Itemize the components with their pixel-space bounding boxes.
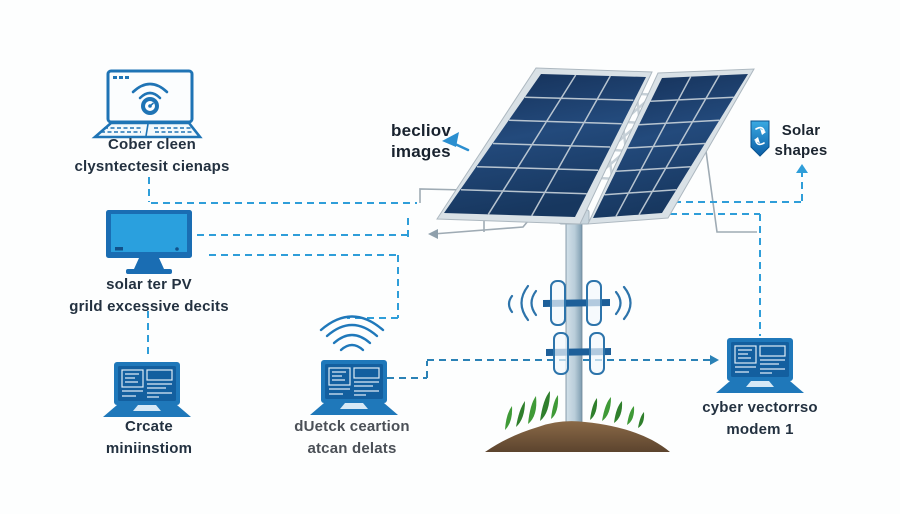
label-line: becliov bbox=[391, 121, 451, 140]
wifi-waves-icon bbox=[319, 315, 385, 352]
wifi-icon bbox=[131, 82, 169, 100]
label-line: Cober cleen bbox=[107, 136, 197, 153]
signal-waves-icon bbox=[507, 284, 632, 322]
arrow-up-icon bbox=[796, 164, 808, 173]
arrow-right-icon bbox=[710, 355, 719, 365]
label-line: solar ter PV bbox=[106, 276, 192, 293]
label-line: Solar bbox=[781, 122, 821, 139]
leader-line-top bbox=[419, 188, 467, 203]
laptop-wireless-icon bbox=[309, 315, 399, 416]
leader-line-right bbox=[705, 150, 757, 233]
cursor-arrow-icon bbox=[442, 132, 470, 152]
label-line: grild excessive decits bbox=[69, 298, 229, 315]
label-security-laptop: Cober cleen clysntectesit cienaps bbox=[42, 134, 262, 178]
label-wireless-laptop: dUetck ceartion atcan delats bbox=[242, 416, 462, 460]
label-panel-note: becliov images bbox=[391, 120, 451, 162]
grass-dirt-mound bbox=[485, 391, 670, 452]
grass-blades bbox=[505, 391, 645, 430]
panel-truss bbox=[593, 92, 655, 181]
label-line: cyber vectorrso bbox=[702, 399, 818, 416]
mounting-pole bbox=[558, 208, 590, 445]
laptop-wifi-lock-icon bbox=[91, 69, 203, 139]
label-line: modem 1 bbox=[726, 421, 794, 438]
label-line: Crcate bbox=[125, 418, 173, 435]
label-line: shapes bbox=[774, 142, 828, 159]
laptop-dashboard-icon bbox=[102, 361, 192, 418]
label-shield-badge: Solar shapes bbox=[741, 121, 861, 161]
label-modem-laptop: cyber vectorrso modem 1 bbox=[650, 397, 870, 441]
solar-panel-array bbox=[436, 67, 755, 225]
laptop-modem-icon bbox=[715, 337, 805, 394]
pole-antenna-icon bbox=[507, 280, 632, 375]
dashed-connector-steel bbox=[387, 359, 710, 379]
connector-monitor-2 bbox=[209, 254, 399, 319]
leader-line-bottom bbox=[432, 220, 529, 235]
solar-panel-left bbox=[436, 67, 653, 225]
label-line: dUetck ceartion bbox=[294, 418, 410, 435]
leader-arrow-left bbox=[428, 229, 438, 239]
shield-badge-icon bbox=[750, 120, 770, 157]
label-line: miniinstiom bbox=[105, 440, 193, 457]
label-line: atcan delats bbox=[307, 440, 397, 457]
connector-monitor-1 bbox=[197, 214, 409, 237]
solar-panel-right bbox=[587, 68, 755, 225]
label-dashboard-laptop: Crcate miniinstiom bbox=[39, 416, 259, 460]
desktop-monitor-icon bbox=[106, 210, 192, 274]
label-line: clysntectesit cienaps bbox=[74, 158, 230, 175]
label-line: images bbox=[391, 142, 451, 161]
label-monitor: solar ter PV grild excessive decits bbox=[39, 274, 259, 318]
connector-laptop4-laptop5 bbox=[387, 359, 710, 379]
